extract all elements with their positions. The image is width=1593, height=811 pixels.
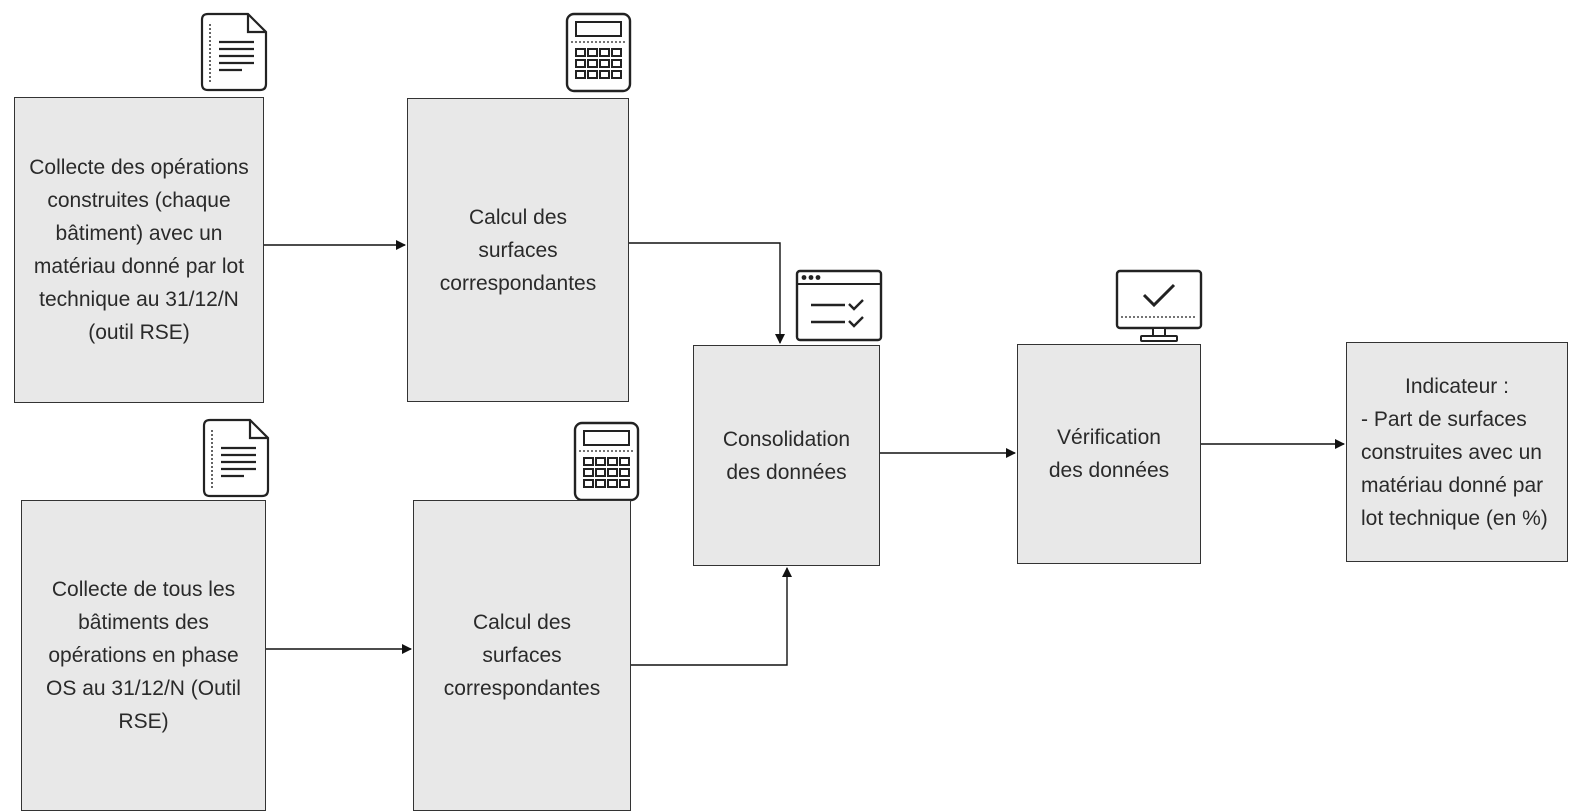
monitor-check-icon xyxy=(1115,269,1203,342)
consolidation-box: Consolidation des données xyxy=(693,345,880,566)
calculator-icon xyxy=(565,12,632,93)
indicateur-title-row: Indicateur : xyxy=(1361,370,1553,403)
collecte-operations-box: Collecte des opérations construites (cha… xyxy=(14,97,264,403)
document-icon xyxy=(200,12,268,92)
verification-label: Vérification des données xyxy=(1048,426,1170,482)
calcul-surfaces-label-2: Calcul des surfaces correspondantes xyxy=(443,611,601,700)
document-icon xyxy=(202,418,270,498)
indicateur-title: Indicateur xyxy=(1405,374,1498,398)
indicateur-box: Indicateur : - Part de surfaces construi… xyxy=(1346,342,1568,562)
calcul-surfaces-box-2: Calcul des surfaces correspondantes xyxy=(413,500,631,811)
verification-box: Vérification des données xyxy=(1017,344,1201,564)
calcul-surfaces-box-1: Calcul des surfaces correspondantes xyxy=(407,98,629,402)
calcul-surfaces-label-1: Calcul des surfaces correspondantes xyxy=(439,205,597,295)
indicateur-text: - Part de surfaces construites avec un m… xyxy=(1361,407,1548,530)
collecte-batiments-box: Collecte de tous les bâtiments des opéra… xyxy=(21,500,266,811)
collecte-operations-label: Collecte des opérations construites (cha… xyxy=(29,156,249,344)
arrow-calcul-2-to-consolidation xyxy=(631,567,792,666)
checklist-window-icon xyxy=(795,269,883,342)
collecte-batiments-label: Collecte de tous les bâtiments des opéra… xyxy=(46,578,241,733)
consolidation-label: Consolidation des données xyxy=(722,427,851,484)
calculator-icon xyxy=(573,421,640,502)
arrow-calcul-1-to-consolidation xyxy=(629,242,785,344)
indicateur-separator: : xyxy=(1497,374,1509,398)
